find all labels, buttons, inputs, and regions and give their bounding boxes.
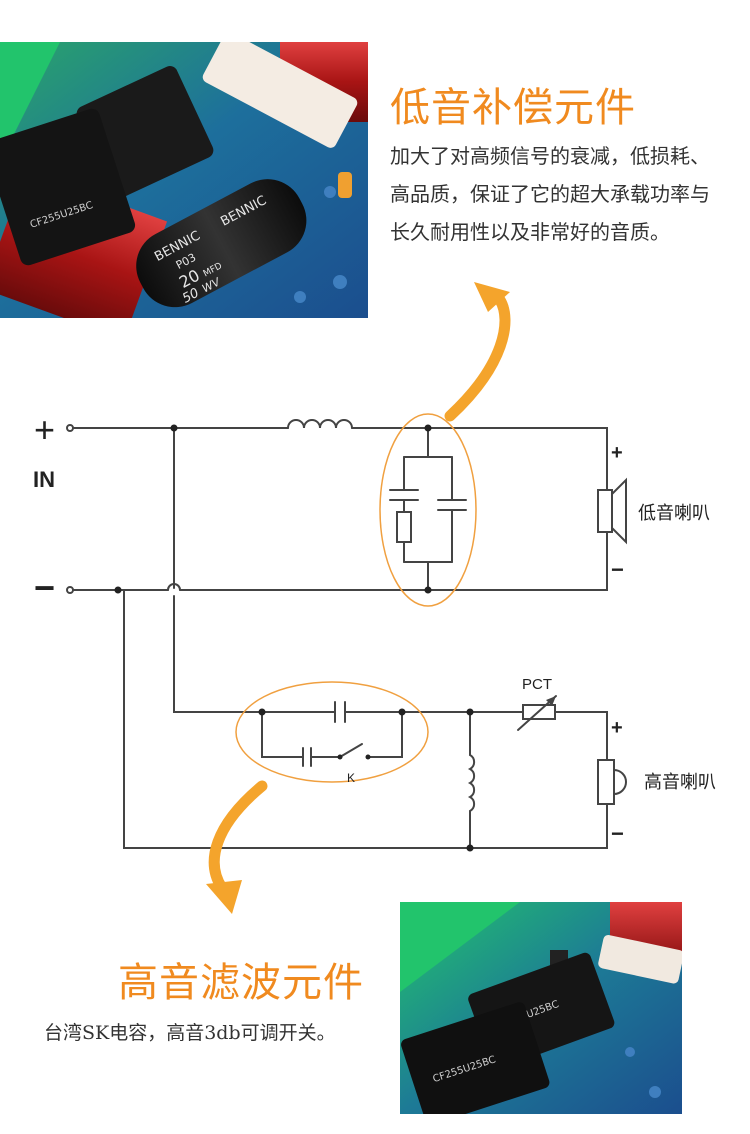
- switch-label: K: [347, 771, 355, 785]
- woofer-minus-label: −: [611, 557, 624, 582]
- switch-network-highlight: [235, 681, 429, 783]
- tweeter-minus-label: −: [611, 821, 624, 846]
- woofer-symbol-cone: [611, 477, 627, 545]
- high-branch-wire-lower: [173, 595, 336, 713]
- bass-network-wire: [403, 561, 453, 591]
- tweeter-wire-top: [554, 711, 608, 761]
- junction-dot: [466, 844, 474, 852]
- pct-label: PCT: [522, 676, 552, 693]
- bottom-rail-wire-right: [179, 554, 608, 591]
- junction-dot: [424, 424, 432, 432]
- arrow-to-bottom-text: [208, 780, 268, 894]
- tweeter-filter-description: 台湾SK电容，高音3db可调开关。: [44, 1022, 336, 1044]
- arrow-to-top-text: [444, 294, 511, 422]
- arrow-head-down: [206, 880, 242, 914]
- bass-compensation-photo-art: CF255U25BC BENNIC BENNIC P03 20 MFD 50 W…: [0, 42, 368, 318]
- shunt-inductor-coil: [467, 754, 476, 812]
- junction-dot: [466, 708, 474, 716]
- switch-k: [339, 743, 363, 758]
- tweeter-filter-photo-art: CF255U25BC CF255U25BC: [400, 902, 682, 1114]
- bass-compensation-title: 低音补偿元件: [390, 85, 636, 131]
- input-label: IN: [33, 467, 55, 492]
- capacitor-voltage-text: 50: [180, 286, 202, 307]
- woofer-symbol-body: [597, 489, 613, 533]
- junction-dot: [170, 424, 178, 432]
- junction-dot: [398, 708, 406, 716]
- tweeter-return-wire: [123, 589, 608, 849]
- bass-compensation-photo: CF255U25BC BENNIC BENNIC P03 20 MFD 50 W…: [0, 42, 368, 318]
- bass-network-resistor: [396, 511, 412, 543]
- junction-dot: [424, 586, 432, 594]
- tweeter-label: 高音喇叭: [644, 772, 716, 792]
- tweeter-symbol-body: [597, 759, 615, 805]
- input-plus-label: +: [34, 409, 55, 450]
- junction-dot: [114, 586, 122, 594]
- switch-branch-wire: [367, 711, 403, 758]
- woofer-plus-label: +: [611, 442, 623, 464]
- tweeter-symbol-dome: [613, 769, 627, 795]
- bass-network-capacitor-left: [389, 456, 419, 513]
- bass-compensation-description: 加大了对高频信号的衰减，低损耗、高品质，保证了它的超大承载功率与长久耐用性以及非…: [390, 144, 710, 244]
- arrow-head-up: [474, 282, 510, 312]
- tweeter-plus-label: +: [611, 717, 623, 739]
- input-minus-label: −: [34, 567, 55, 608]
- woofer-label: 低音喇叭: [638, 503, 710, 523]
- bass-series-inductor: [287, 419, 353, 429]
- tweeter-filter-title: 高音滤波元件: [118, 960, 364, 1006]
- switch-contact: [365, 754, 371, 760]
- bass-network-capacitor-right: [437, 456, 467, 563]
- tweeter-filter-photo: CF255U25BC CF255U25BC: [400, 902, 682, 1114]
- top-rail-wire-right: [351, 427, 608, 491]
- junction-dot: [258, 708, 266, 716]
- tweeter-filter-capacitor: [334, 701, 346, 723]
- bass-network-highlight: [379, 413, 477, 607]
- pct-arrow-head: [546, 696, 556, 706]
- switch-contact: [337, 754, 343, 760]
- switch-branch-capacitor: [261, 711, 339, 767]
